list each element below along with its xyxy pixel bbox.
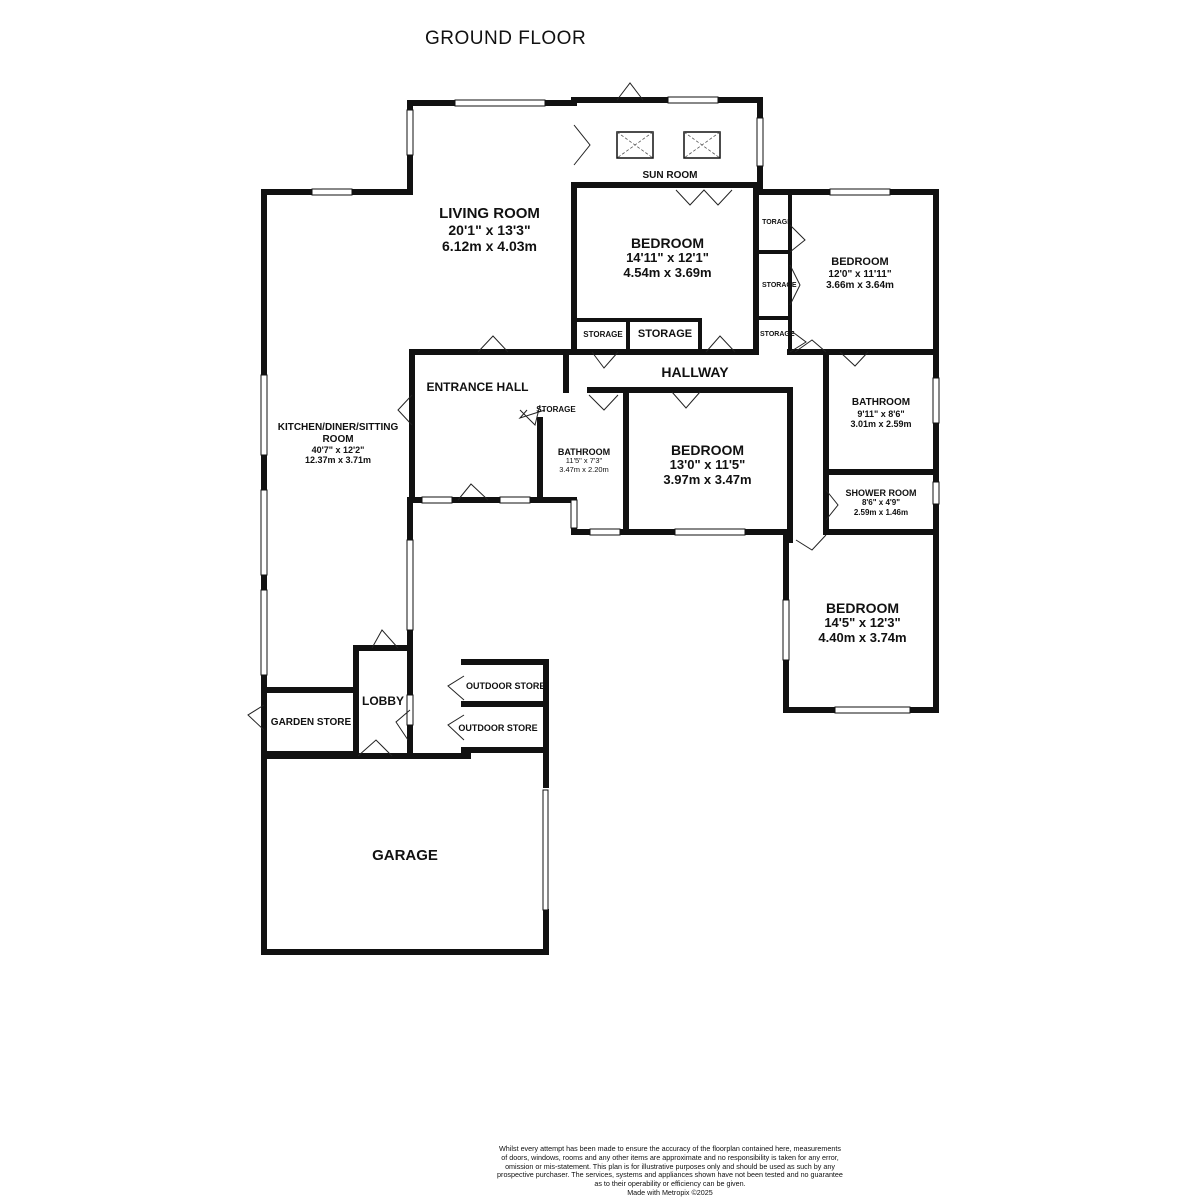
- bathroom-1-dim-imperial: 11'5" x 7'3": [565, 456, 603, 466]
- room-shower-room: SHOWER ROOM 8'6" x 4'9" 2.59m x 1.46m: [832, 488, 930, 517]
- kitchen-dim-metric: 12.37m x 3.71m: [304, 455, 372, 466]
- garage-walls: [261, 753, 549, 955]
- kitchen-walls: [261, 189, 415, 753]
- kitchen-name: KITCHEN/DINER/SITTING ROOM: [277, 422, 399, 445]
- bedroom-2-name: BEDROOM: [831, 256, 889, 268]
- garden-store-name: GARDEN STORE: [270, 717, 352, 728]
- room-bedroom-3: BEDROOM 13'0" x 11'5" 3.97m x 3.47m: [640, 442, 775, 488]
- disclaimer-line: omission or mis-statement. This plan is …: [505, 1161, 835, 1171]
- storage-label-a: STORAGE: [583, 330, 623, 339]
- bathroom-1-dim-metric: 3.47m x 2.20m: [559, 464, 609, 474]
- storage-label-f: STORAGE: [760, 331, 795, 338]
- bedroom-2-dim-metric: 3.66m x 3.64m: [826, 280, 894, 292]
- bedroom-3-dim-imperial: 13'0" x 11'5": [669, 457, 746, 473]
- bedroom-1-name: BEDROOM: [630, 235, 705, 251]
- disclaimer-line: prospective purchaser. The services, sys…: [497, 1170, 843, 1180]
- room-outdoor-store-1: OUTDOOR STORE: [466, 681, 546, 691]
- bathroom-2-dim-imperial: 9'11" x 8'6": [857, 408, 905, 419]
- storage-label-e: STORAGE: [762, 282, 797, 289]
- living-room-dim-metric: 6.12m x 4.03m: [442, 238, 537, 255]
- entrance-hall-name: ENTRANCE HALL: [426, 380, 529, 394]
- living-room-name: LIVING ROOM: [439, 205, 540, 222]
- room-living-room: LIVING ROOM 20'1" x 13'3" 6.12m x 4.03m: [422, 205, 557, 254]
- disclaimer-line: of doors, windows, rooms and any other i…: [501, 1152, 839, 1162]
- room-sun-room: SUN ROOM: [610, 170, 730, 182]
- bedroom-1-dim-metric: 4.54m x 3.69m: [623, 265, 712, 281]
- room-outdoor-store-2: OUTDOOR STORE: [458, 723, 538, 733]
- bedroom-4-name: BEDROOM: [825, 600, 900, 616]
- room-bedroom-1: BEDROOM 14'11" x 12'1" 4.54m x 3.69m: [600, 235, 735, 281]
- room-lobby: LOBBY: [358, 694, 408, 709]
- outdoor-store-1-name: OUTDOOR STORE: [466, 681, 546, 691]
- room-kitchen: KITCHEN/DINER/SITTING ROOM 40'7" x 12'2"…: [268, 422, 408, 466]
- room-hallway: HALLWAY: [640, 364, 750, 380]
- bedroom-3-name: BEDROOM: [670, 442, 745, 458]
- disclaimer-line: as to their operability or efficiency ca…: [594, 1179, 746, 1189]
- bathroom-2-dim-metric: 3.01m x 2.59m: [850, 418, 912, 429]
- floor-title: GROUND FLOOR: [425, 28, 587, 49]
- room-bedroom-4: BEDROOM 14'5" x 12'3" 4.40m x 3.74m: [795, 600, 930, 646]
- storage-label-b: STORAGE: [637, 328, 693, 340]
- hallway-name: HALLWAY: [661, 364, 729, 380]
- garage-name: GARAGE: [372, 847, 438, 864]
- room-garden-store: GARDEN STORE: [266, 717, 356, 729]
- room-bathroom-2: BATHROOM 9'11" x 8'6" 3.01m x 2.59m: [832, 397, 930, 429]
- storage-label-c: STORAGE: [536, 405, 576, 414]
- room-entrance-hall: ENTRANCE HALL: [420, 380, 535, 395]
- bathroom-2-name: BATHROOM: [851, 397, 911, 408]
- bedroom-3-dim-metric: 3.97m x 3.47m: [663, 472, 752, 488]
- doors: [247, 82, 869, 757]
- room-bathroom-1: BATHROOM 11'5" x 7'3" 3.47m x 2.20m: [546, 447, 622, 475]
- outdoor-store-2-name: OUTDOOR STORE: [458, 723, 538, 733]
- shower-room-dim-imperial: 8'6" x 4'9": [861, 498, 901, 508]
- windows: [260, 96, 940, 911]
- disclaimer-credit: Made with Metropix ©2025: [627, 1187, 713, 1197]
- shower-room-dim-metric: 2.59m x 1.46m: [853, 507, 909, 517]
- bedroom-4-dim-metric: 4.40m x 3.74m: [818, 630, 907, 646]
- kitchen-dim-imperial: 40'7" x 12'2": [311, 445, 365, 455]
- disclaimer: Whilst every attempt has been made to en…: [440, 1144, 900, 1198]
- living-room-dim-imperial: 20'1" x 13'3": [448, 222, 531, 239]
- room-bedroom-2: BEDROOM 12'0" x 11'11" 3.66m x 3.64m: [800, 256, 920, 292]
- bedroom-2-dim-imperial: 12'0" x 11'11": [828, 268, 892, 280]
- skylight-icons: [616, 131, 721, 159]
- disclaimer-line: Whilst every attempt has been made to en…: [499, 1144, 841, 1153]
- shower-room-name: SHOWER ROOM: [845, 488, 917, 498]
- lobby-name: LOBBY: [362, 694, 404, 708]
- bedroom-4-dim-imperial: 14'5" x 12'3": [824, 615, 901, 631]
- storage-label-d: TORAGE: [762, 219, 792, 226]
- bedroom-1-dim-imperial: 14'11" x 12'1": [626, 250, 709, 266]
- bathroom-1-name: BATHROOM: [557, 447, 611, 457]
- sun-room-name: SUN ROOM: [642, 170, 698, 181]
- room-garage: GARAGE: [350, 847, 460, 864]
- storage-walls: [572, 190, 792, 354]
